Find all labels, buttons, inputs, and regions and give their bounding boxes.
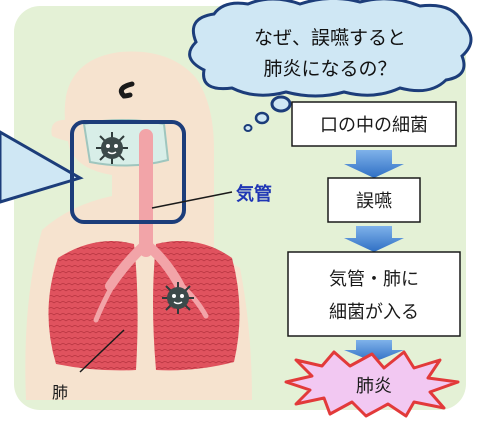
eye — [118, 81, 135, 99]
flow-step-2: 誤嚥 — [356, 191, 392, 212]
flow-arrow — [344, 340, 404, 362]
result-starburst: 肺炎 — [284, 350, 460, 418]
trachea-leader-line — [151, 191, 233, 209]
flow-arrow — [344, 150, 404, 178]
flow-arrow — [344, 226, 404, 252]
thought-bubble: なぜ、誤嚥すると 肺炎になるの？ — [188, 0, 473, 132]
flow-step-3-line-1: 気管・肺に — [329, 269, 419, 290]
trachea — [93, 129, 209, 323]
bubble-line-2: 肺炎になるの？ — [263, 58, 396, 80]
speech-pointer — [0, 130, 84, 204]
flow-step-box — [291, 101, 457, 147]
flow-result: 肺炎 — [356, 376, 392, 397]
flow-step-1: 口の中の細菌 — [320, 115, 428, 136]
germ-icon — [96, 132, 128, 164]
flow-step-3-line-2: 細菌が入る — [329, 302, 419, 323]
germ-icon — [162, 282, 194, 314]
flow-step-box — [327, 177, 421, 223]
trachea-label: 気管 — [236, 183, 272, 205]
lung-leader-line — [79, 329, 125, 373]
mouth-cavity — [82, 119, 170, 167]
flow-step-box — [287, 251, 461, 337]
lung-label: 肺 — [52, 383, 68, 402]
bubble-line-1: なぜ、誤嚥すると — [254, 27, 406, 49]
mouth-highlight-box — [70, 120, 186, 224]
